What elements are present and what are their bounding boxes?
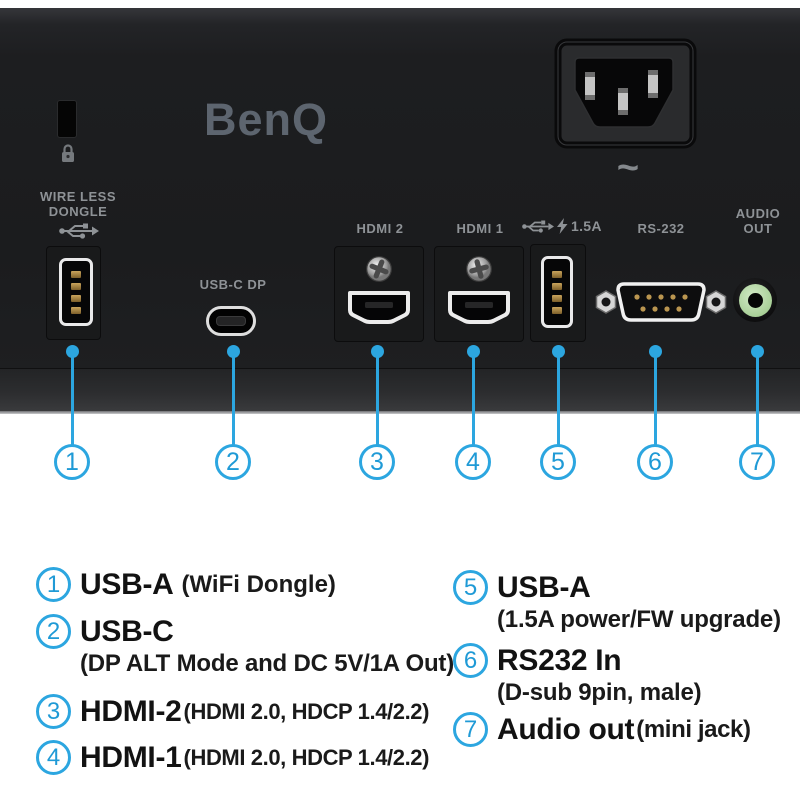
kensington-lock-slot xyxy=(58,101,76,137)
panel-bottom-chamfer xyxy=(0,368,800,412)
legend-name: Audio out xyxy=(497,713,635,746)
legend-number-4: 4 xyxy=(36,740,71,775)
callout-number-3: 3 xyxy=(359,444,395,480)
legend-row-hdmi-1: 4 HDMI-1 (HDMI 2.0, HDCP 1.4/2.2) xyxy=(36,740,429,775)
callout-dot-3 xyxy=(370,345,384,358)
legend-detail: (1.5A power/FW upgrade) xyxy=(497,606,781,633)
legend-number-5: 5 xyxy=(453,570,488,605)
callout-dot-5 xyxy=(551,345,565,358)
callout-line-1 xyxy=(70,352,74,446)
rs232-label: RS-232 xyxy=(637,221,685,236)
legend-row-audio-out: 7 Audio out (mini jack) xyxy=(453,712,751,747)
ac-power-inlet xyxy=(554,38,697,149)
callout-number-5: 5 xyxy=(540,444,576,480)
callout-line-7 xyxy=(755,352,759,446)
usb-power-label: 1.5A xyxy=(522,218,602,234)
callout-line-3 xyxy=(375,352,379,446)
usb-a-power-port xyxy=(541,256,573,328)
lock-icon xyxy=(62,144,74,162)
legend-name: USB-A xyxy=(497,571,591,604)
usb-trident-icon xyxy=(522,220,554,233)
legend-row-rs232: 6 RS232 In (D-sub 9pin, male) xyxy=(453,643,702,706)
legend-name: USB-C xyxy=(80,615,174,648)
audio-out-jack xyxy=(733,278,777,322)
legend-row-usb-c: 2 USB-C (DP ALT Mode and DC 5V/1A Out) xyxy=(36,614,454,677)
hdmi-2-port xyxy=(348,291,410,324)
usb-c-dp-label: USB-C DP xyxy=(199,277,267,292)
legend-number-3: 3 xyxy=(36,694,71,729)
screw-icon xyxy=(466,256,492,282)
callout-number-4: 4 xyxy=(455,444,491,480)
legend-name: HDMI-2 xyxy=(80,695,182,728)
callout-dot-6 xyxy=(648,345,662,358)
hdmi-1-label: HDMI 1 xyxy=(456,221,504,236)
legend-detail: (HDMI 2.0, HDCP 1.4/2.2) xyxy=(183,699,430,724)
audio-out-label: AUDIO OUT xyxy=(735,206,781,236)
legend-detail: (WiFi Dongle) xyxy=(181,571,336,598)
hdmi-2-label: HDMI 2 xyxy=(356,221,404,236)
usb-a-dongle-port xyxy=(59,258,93,326)
legend-name: RS232 In xyxy=(497,644,622,677)
legend-row-usb-a-power: 5 USB-A (1.5A power/FW upgrade) xyxy=(453,570,781,633)
ac-symbol: ~ xyxy=(616,147,640,189)
lightning-bolt-icon xyxy=(557,218,568,234)
rs232-port xyxy=(595,282,727,322)
legend-name: USB-A xyxy=(80,568,174,601)
panel-bottom-edge xyxy=(0,411,800,414)
legend-detail: (HDMI 2.0, HDCP 1.4/2.2) xyxy=(183,745,430,770)
screw-icon xyxy=(366,256,392,282)
usb-trident-icon xyxy=(59,223,99,239)
callout-number-6: 6 xyxy=(637,444,673,480)
usb-c-port xyxy=(206,306,256,336)
legend-row-usb-a-dongle: 1 USB-A (WiFi Dongle) xyxy=(36,567,336,602)
callout-line-2 xyxy=(231,352,235,446)
callout-dot-7 xyxy=(750,345,764,358)
callout-dot-1 xyxy=(65,345,79,358)
legend-number-6: 6 xyxy=(453,643,488,678)
legend-number-7: 7 xyxy=(453,712,488,747)
callout-dot-2 xyxy=(226,345,240,358)
legend-number-2: 2 xyxy=(36,614,71,649)
callout-line-4 xyxy=(471,352,475,446)
benq-logo: BenQ xyxy=(203,94,328,145)
callout-number-7: 7 xyxy=(739,444,775,480)
callout-number-2: 2 xyxy=(215,444,251,480)
callout-dot-4 xyxy=(466,345,480,358)
legend-detail: (mini jack) xyxy=(636,716,751,743)
wireless-dongle-label: WIRE LESS DONGLE xyxy=(39,189,116,219)
legend-detail: (D-sub 9pin, male) xyxy=(497,679,702,706)
callout-number-1: 1 xyxy=(54,444,90,480)
legend-detail: (DP ALT Mode and DC 5V/1A Out) xyxy=(80,650,455,677)
callout-line-6 xyxy=(653,352,657,446)
callout-line-5 xyxy=(556,352,560,446)
legend-name: HDMI-1 xyxy=(80,741,182,774)
legend-number-1: 1 xyxy=(36,567,71,602)
hdmi-1-port xyxy=(448,291,510,324)
legend-row-hdmi-2: 3 HDMI-2 (HDMI 2.0, HDCP 1.4/2.2) xyxy=(36,694,429,729)
